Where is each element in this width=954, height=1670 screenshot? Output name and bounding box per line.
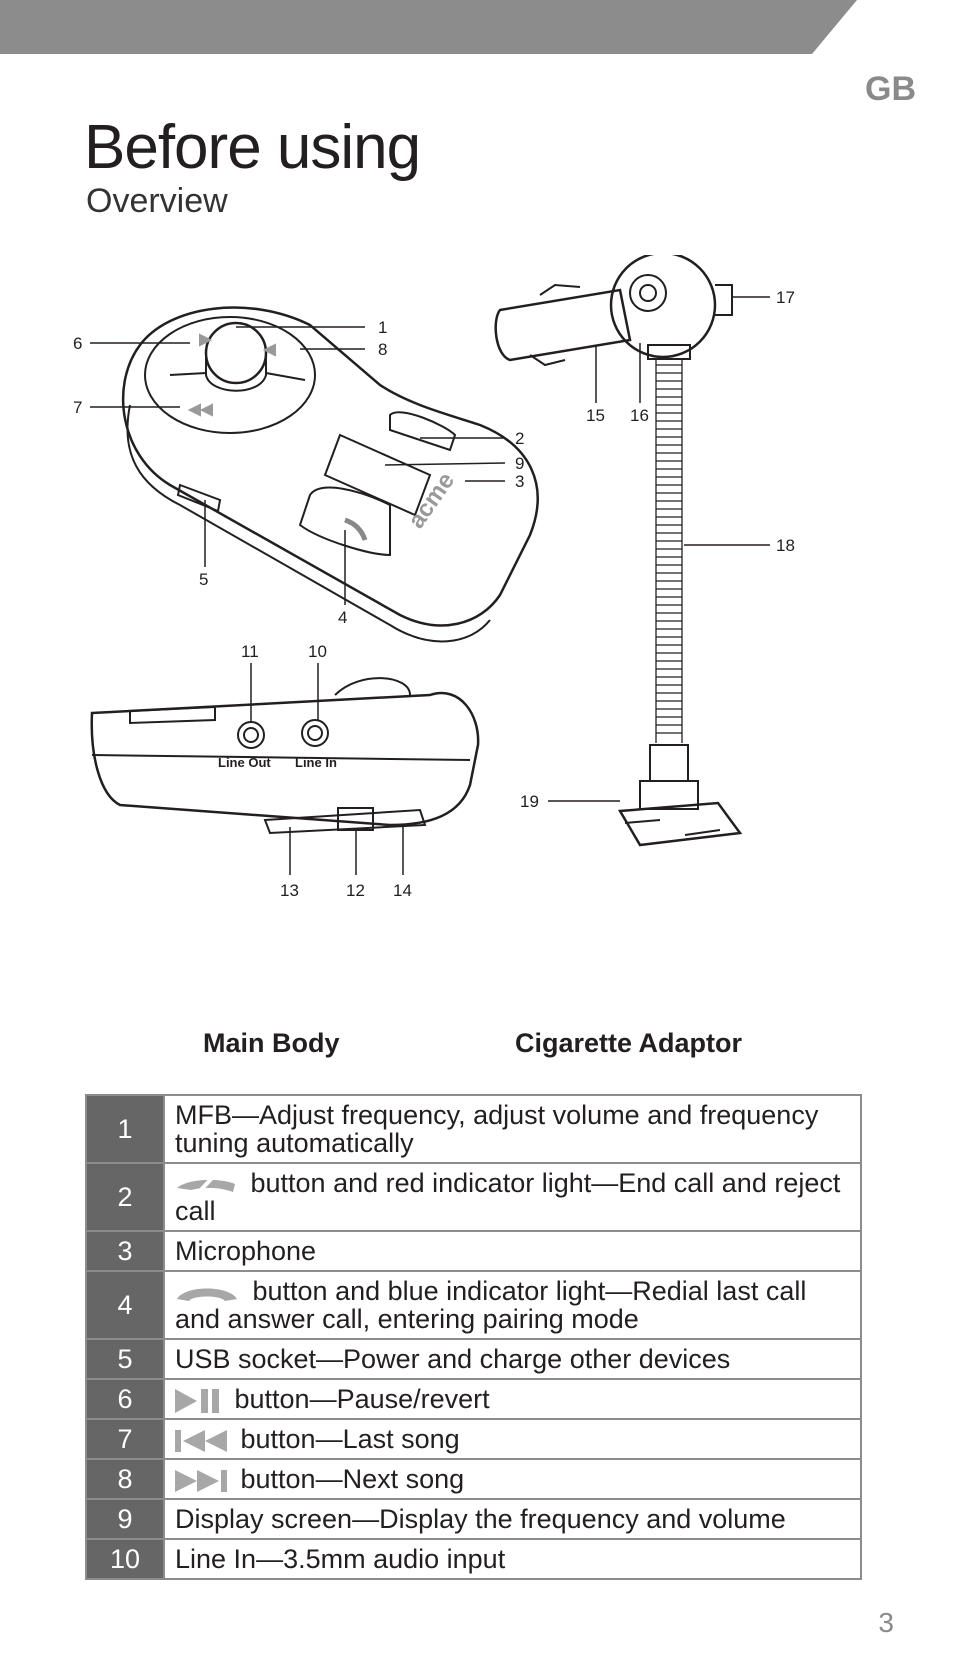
callout-9: 9 — [515, 454, 524, 473]
table-row: 10 Line In—3.5mm audio input — [85, 1538, 862, 1580]
main-body-side-view: Line Out Line In — [90, 677, 480, 835]
table-row: 5 USB socket—Power and charge other devi… — [85, 1338, 862, 1380]
part-description: Line In—3.5mm audio input — [163, 1538, 862, 1580]
part-number: 6 — [85, 1378, 165, 1420]
part-number: 1 — [85, 1094, 165, 1164]
part-description: button—Pause/revert — [163, 1378, 862, 1420]
callout-3: 3 — [515, 472, 524, 491]
device-brand: acme — [403, 468, 460, 534]
caption-main-body: Main Body — [203, 1028, 340, 1058]
part-number: 7 — [85, 1418, 165, 1460]
table-row: 9 Display screen—Display the frequency a… — [85, 1498, 862, 1540]
part-description: button—Last song — [163, 1418, 862, 1460]
parts-table: 1 MFB—Adjust frequency, adjust volume an… — [85, 1094, 862, 1580]
page-title: Before using — [84, 113, 421, 182]
device-diagram: acme Line Out Line In — [73, 255, 795, 900]
callout-4: 4 — [338, 608, 347, 627]
part-description: Display screen—Display the frequency and… — [163, 1498, 862, 1540]
table-row: 3 Microphone — [85, 1230, 862, 1272]
main-body-top-view: acme — [121, 306, 539, 643]
table-row: 7 button—Last song — [85, 1418, 862, 1460]
callout-2: 2 — [515, 429, 524, 448]
table-row: 8 button—Next song — [85, 1458, 862, 1500]
table-row: 4 button and blue indicator light—Redial… — [85, 1270, 862, 1340]
callout-8: 8 — [378, 340, 387, 359]
callout-5: 5 — [199, 570, 208, 589]
part-description: Microphone — [163, 1230, 862, 1272]
page-number: 3 — [878, 1607, 894, 1638]
callout-19: 19 — [520, 792, 539, 811]
part-number: 3 — [85, 1230, 165, 1272]
part-number: 4 — [85, 1270, 165, 1340]
table-row: 1 MFB—Adjust frequency, adjust volume an… — [85, 1094, 862, 1164]
answer-call-icon — [177, 1288, 237, 1301]
table-row: 6 button—Pause/revert — [85, 1378, 862, 1420]
callout-12: 12 — [346, 881, 365, 900]
part-description: MFB—Adjust frequency, adjust volume and … — [163, 1094, 862, 1164]
callout-14: 14 — [393, 881, 412, 900]
part-description: button—Next song — [163, 1458, 862, 1500]
part-description: button and blue indicator light—Redial l… — [163, 1270, 862, 1340]
callout-10: 10 — [308, 642, 327, 661]
page-subtitle: Overview — [86, 182, 228, 220]
line-out-label: Line Out — [218, 755, 271, 770]
callout-18: 18 — [776, 536, 795, 555]
part-number: 5 — [85, 1338, 165, 1380]
callout-1: 1 — [378, 318, 387, 337]
callout-7: 7 — [73, 398, 82, 417]
play-pause-icon — [175, 1388, 219, 1413]
callout-6: 6 — [73, 334, 82, 353]
callout-17: 17 — [776, 288, 795, 307]
cigarette-adaptor — [494, 255, 743, 847]
callout-11: 11 — [241, 642, 259, 661]
previous-track-icon — [175, 1429, 227, 1452]
part-description: button and red indicator light—End call … — [163, 1162, 862, 1232]
callout-15: 15 — [586, 406, 605, 425]
callout-13: 13 — [280, 881, 299, 900]
line-in-label: Line In — [295, 755, 337, 770]
part-description: USB socket—Power and charge other device… — [163, 1338, 862, 1380]
header-band — [0, 0, 857, 54]
caption-cigarette-adaptor: Cigarette Adaptor — [515, 1028, 743, 1058]
part-number: 8 — [85, 1458, 165, 1500]
end-call-icon — [177, 1175, 235, 1196]
callout-16: 16 — [630, 406, 649, 425]
part-number: 10 — [85, 1538, 165, 1580]
part-number: 9 — [85, 1498, 165, 1540]
part-number: 2 — [85, 1162, 165, 1232]
next-track-icon — [175, 1469, 227, 1492]
table-row: 2 button and red indicator light—End cal… — [85, 1162, 862, 1232]
language-code: GB — [865, 70, 916, 108]
